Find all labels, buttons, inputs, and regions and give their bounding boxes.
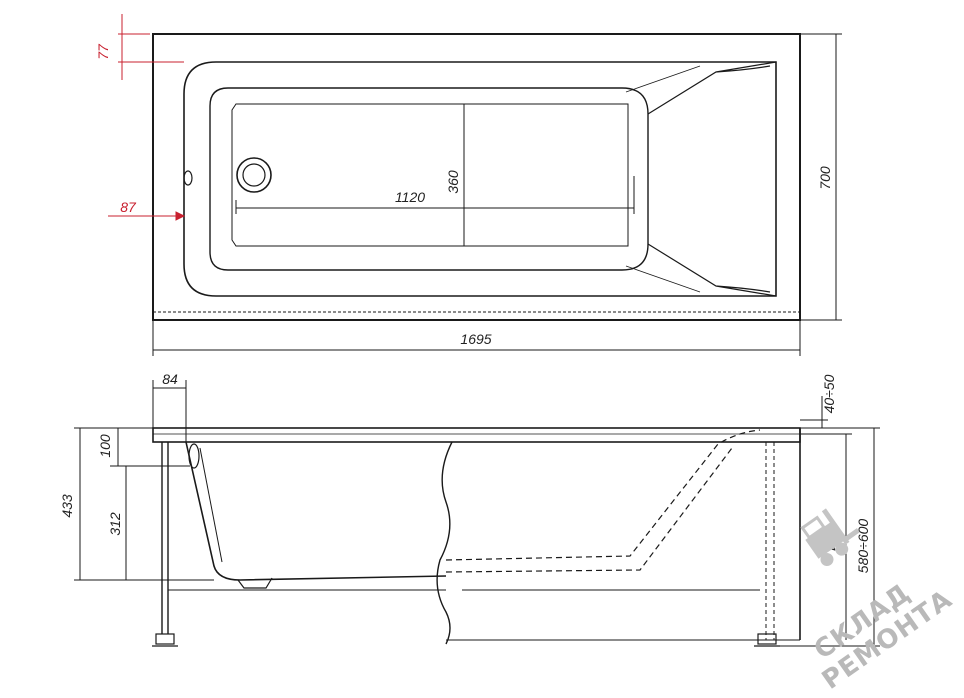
dim-leg-adjust: 40÷50	[821, 374, 837, 413]
bowl-hidden-profile	[445, 429, 761, 573]
dim-side-rim-offset: 84	[162, 371, 178, 387]
dim-width: 700	[817, 166, 833, 190]
watermark: СКЛАД РЕМОНТА	[800, 508, 958, 696]
forklift-icon	[800, 508, 860, 566]
dim-total-height: 580÷600	[855, 519, 871, 574]
bowl-inner-edge	[209, 87, 649, 271]
dim-total-depth: 433	[59, 494, 75, 518]
backrest-slope	[647, 61, 777, 297]
foot-right	[757, 633, 777, 645]
dim-inner-width: 360	[445, 170, 461, 194]
outer-rim	[152, 33, 801, 321]
side-rim	[152, 427, 801, 443]
dim-rim-offset: 77	[95, 43, 111, 60]
bowl-profile	[185, 441, 447, 581]
backrest-crease	[625, 65, 701, 293]
dim-rim-depth: 100	[97, 434, 113, 458]
drain-side	[237, 577, 273, 589]
dim-overflow-offset: 87	[120, 199, 137, 215]
top-red-dims	[108, 14, 186, 221]
foot-left	[155, 633, 175, 645]
drain-icon	[236, 157, 272, 193]
dim-length: 1695	[460, 331, 491, 347]
dim-inner-length: 1120	[395, 189, 425, 205]
overflow-icon	[183, 170, 193, 186]
dim-bowl-depth: 312	[107, 512, 123, 536]
bowl-bottom	[231, 103, 629, 247]
side-view	[74, 380, 880, 647]
break-line	[436, 441, 453, 645]
bowl-outer-edge	[183, 61, 777, 297]
leg-left	[161, 442, 169, 634]
overflow-side-icon	[188, 443, 200, 469]
top-view	[152, 33, 842, 356]
